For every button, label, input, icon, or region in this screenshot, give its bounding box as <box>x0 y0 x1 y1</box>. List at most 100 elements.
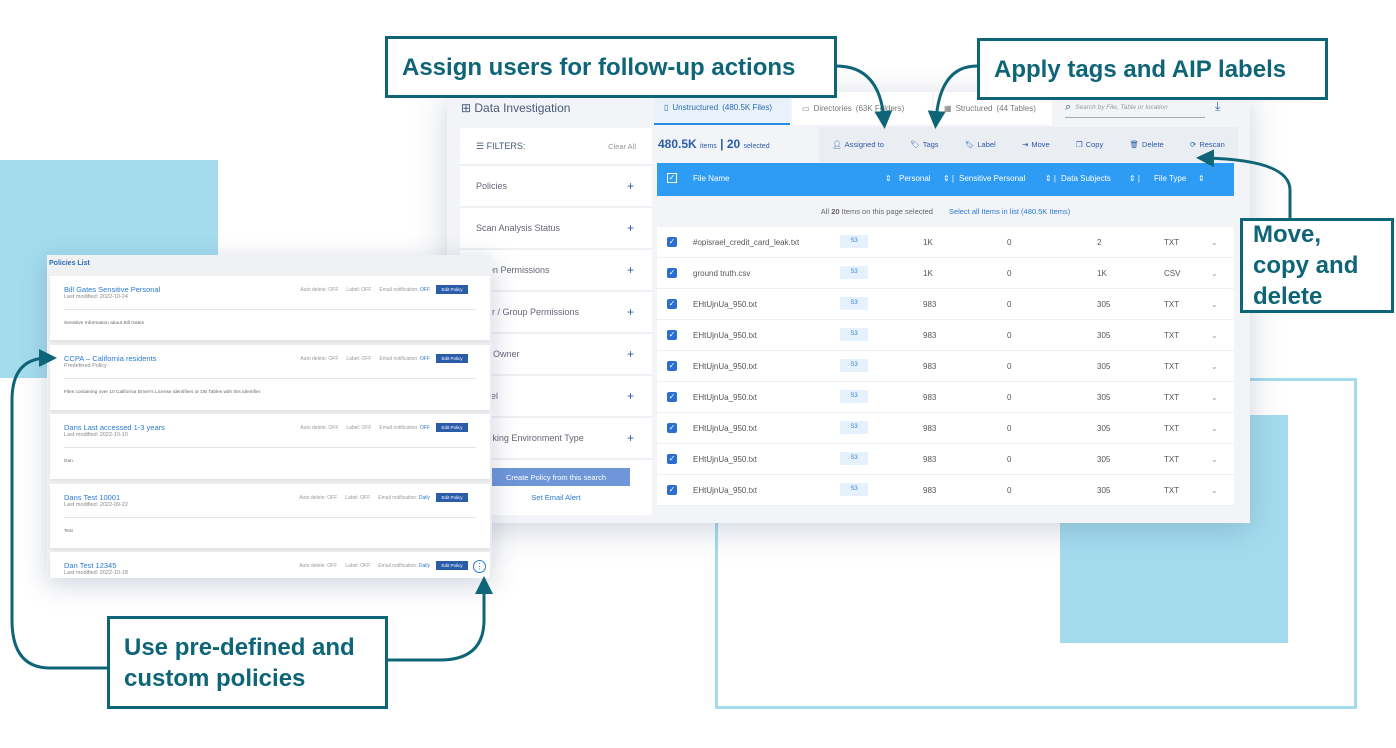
filter-4[interactable]: File Owner+ <box>460 334 652 376</box>
row-checkbox[interactable]: ✓ <box>667 485 677 495</box>
chevron-down-icon[interactable]: ⌄ <box>1211 300 1218 309</box>
filter-0[interactable]: Policies+ <box>460 166 652 208</box>
create-policy-button[interactable]: Create Policy from this search <box>482 468 630 486</box>
file-name[interactable]: #opisrael_credit_card_leak.txt <box>693 238 800 247</box>
set-email-alert-link[interactable]: Set Email Alert <box>531 493 581 502</box>
plus-icon[interactable]: + <box>626 305 634 319</box>
sensitive-count: 0 <box>1007 300 1012 309</box>
row-checkbox[interactable]: ✓ <box>667 268 677 278</box>
personal-count: 983 <box>923 300 937 309</box>
file-type: TXT <box>1164 300 1180 309</box>
chevron-down-icon[interactable]: ⌄ <box>1211 455 1218 464</box>
plus-icon[interactable]: + <box>626 179 634 193</box>
edit-policy-button[interactable]: Edit Policy <box>436 285 468 294</box>
search-icon: ⌕ <box>1065 101 1072 113</box>
table-row[interactable]: ✓ #opisrael_credit_card_leak.txt S3 1K 0… <box>657 227 1234 258</box>
row-checkbox[interactable]: ✓ <box>667 299 677 309</box>
plus-icon[interactable]: + <box>626 389 634 403</box>
policy-name[interactable]: Bill Gates Sensitive Personal <box>64 285 161 294</box>
search-input[interactable]: ⌕Search by File, Table or location <box>1065 98 1205 118</box>
chevron-down-icon[interactable]: ⌄ <box>1211 269 1218 278</box>
chevron-down-icon[interactable]: ⌄ <box>1211 424 1218 433</box>
file-name[interactable]: EHtUjnUa_950.txt <box>693 455 758 464</box>
row-checkbox[interactable]: ✓ <box>667 423 677 433</box>
chevron-down-icon[interactable]: ⌄ <box>1211 393 1218 402</box>
filter-2[interactable]: Open Permissions+ <box>460 250 652 292</box>
file-type: TXT <box>1164 331 1180 340</box>
subjects-count: 305 <box>1097 393 1111 402</box>
table-row[interactable]: ✓ EHtUjnUa_950.txt S3 983 0 305 TXT ⌄ <box>657 320 1234 351</box>
chevron-down-icon[interactable]: ⌄ <box>1211 362 1218 371</box>
toolbar-label-button[interactable]: 🔖︎Label <box>964 140 996 149</box>
plus-icon[interactable]: + <box>626 347 634 361</box>
file-name[interactable]: EHtUjnUa_950.txt <box>693 362 758 371</box>
clear-all-button[interactable]: Clear All <box>608 141 636 151</box>
source-badge: S3 <box>840 266 868 279</box>
toolbar-copy-button[interactable]: ❐Copy <box>1075 140 1104 149</box>
chevron-down-icon[interactable]: ⌄ <box>1211 486 1218 495</box>
chevron-down-icon[interactable]: ⌄ <box>1211 238 1218 247</box>
column-data-subjects[interactable]: Data Subjects <box>1061 174 1111 183</box>
table-row[interactable]: ✓ EHtUjnUa_950.txt S3 983 0 305 TXT ⌄ <box>657 475 1234 506</box>
file-name[interactable]: EHtUjnUa_950.txt <box>693 424 758 433</box>
file-name[interactable]: EHtUjnUa_950.txt <box>693 486 758 495</box>
column-file-name[interactable]: File Name <box>693 174 730 183</box>
refresh-icon: ⟳ <box>1190 140 1197 149</box>
file-type: TXT <box>1164 238 1180 247</box>
policy-description: Test <box>64 529 73 534</box>
column-personal[interactable]: Personal <box>899 174 931 183</box>
row-checkbox[interactable]: ✓ <box>667 454 677 464</box>
row-checkbox[interactable]: ✓ <box>667 361 677 371</box>
select-all-checkbox[interactable]: ✓ <box>667 173 677 183</box>
policy-name[interactable]: Dans Test 10001 <box>64 493 121 502</box>
plus-icon[interactable]: + <box>626 263 634 277</box>
toolbar-tags-button[interactable]: 🏷︎Tags <box>910 140 939 149</box>
file-type: TXT <box>1164 455 1180 464</box>
table-row[interactable]: ✓ EHtUjnUa_950.txt S3 983 0 305 TXT ⌄ <box>657 413 1234 444</box>
file-type: CSV <box>1164 269 1181 278</box>
sensitive-count: 0 <box>1007 424 1012 433</box>
source-badge: S3 <box>840 359 868 372</box>
file-name[interactable]: ground truth.csv <box>693 269 751 278</box>
file-name[interactable]: EHtUjnUa_950.txt <box>693 331 758 340</box>
info-icon[interactable]: ⋮ <box>473 560 486 573</box>
toolbar-assigned-to-button[interactable]: 👤︎Assigned to <box>832 140 884 149</box>
chevron-down-icon[interactable]: ⌄ <box>1211 331 1218 340</box>
toolbar-move-button[interactable]: ⇥Move <box>1022 140 1050 149</box>
filter-6[interactable]: Working Environment Type+ <box>460 418 652 460</box>
sensitive-count: 0 <box>1007 331 1012 340</box>
download-icon[interactable]: ⤓ <box>1215 99 1221 113</box>
table-row[interactable]: ✓ EHtUjnUa_950.txt S3 983 0 305 TXT ⌄ <box>657 382 1234 413</box>
file-type: TXT <box>1164 486 1180 495</box>
arrow <box>835 64 893 129</box>
file-name[interactable]: EHtUjnUa_950.txt <box>693 300 758 309</box>
table-row[interactable]: ✓ EHtUjnUa_950.txt S3 983 0 305 TXT ⌄ <box>657 289 1234 320</box>
policy-name[interactable]: Dan Test 12345 <box>64 561 117 570</box>
filter-3[interactable]: User / Group Permissions+ <box>460 292 652 334</box>
edit-policy-button[interactable]: Edit Policy <box>436 493 468 502</box>
policy-name[interactable]: Dans Last accessed 1-3 years <box>64 423 165 432</box>
row-checkbox[interactable]: ✓ <box>667 330 677 340</box>
action-toolbar: 👤︎Assigned to 🏷︎Tags 🔖︎Label ⇥Move ❐Copy 🗑︎De… <box>819 127 1238 162</box>
row-checkbox[interactable]: ✓ <box>667 237 677 247</box>
table-row[interactable]: ✓ EHtUjnUa_950.txt S3 983 0 305 TXT ⌄ <box>657 351 1234 382</box>
row-checkbox[interactable]: ✓ <box>667 392 677 402</box>
policy-date: Last modified: 2022-10-10 <box>64 432 128 438</box>
plus-icon[interactable]: + <box>626 221 634 235</box>
toolbar-rescan-button[interactable]: ⟳Rescan <box>1190 140 1225 149</box>
select-all-link[interactable]: Select all Items in list (480.5K Items) <box>948 207 1071 216</box>
column-sensitive-personal[interactable]: Sensitive Personal <box>959 174 1026 183</box>
table-row[interactable]: ✓ EHtUjnUa_950.txt S3 983 0 305 TXT ⌄ <box>657 444 1234 475</box>
toolbar-delete-button[interactable]: 🗑︎Delete <box>1129 140 1164 149</box>
copy-icon: ❐ <box>1075 140 1083 149</box>
edit-policy-button[interactable]: Edit Policy <box>436 423 468 432</box>
edit-policy-button[interactable]: Edit Policy <box>436 561 468 570</box>
column-file-type[interactable]: File Type <box>1154 174 1187 183</box>
file-name[interactable]: EHtUjnUa_950.txt <box>693 393 758 402</box>
plus-icon[interactable]: + <box>626 431 634 445</box>
policy-name[interactable]: CCPA – California residents <box>64 354 157 363</box>
table-row[interactable]: ✓ ground truth.csv S3 1K 0 1K CSV ⌄ <box>657 258 1234 289</box>
edit-policy-button[interactable]: Edit Policy <box>436 354 468 363</box>
filter-1[interactable]: Scan Analysis Status+ <box>460 208 652 250</box>
